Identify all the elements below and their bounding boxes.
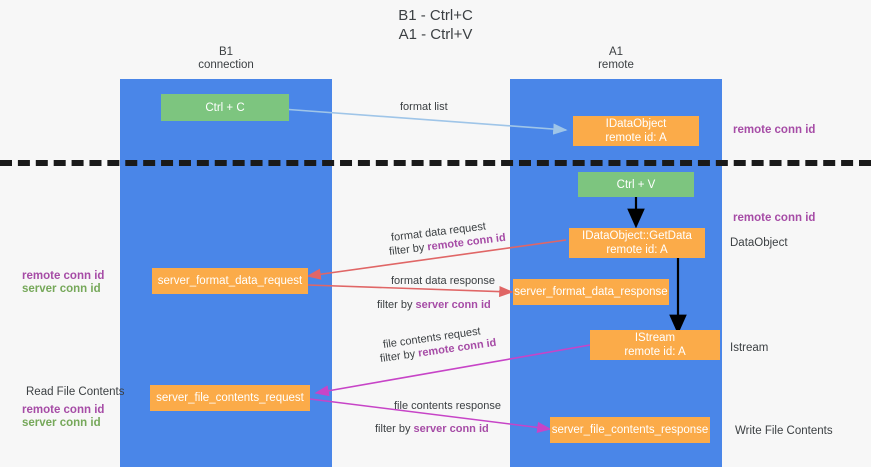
column-header-b1-name: B1 (218, 46, 234, 58)
edge-label-file-contents-response-filter: filter by server conn id (375, 423, 489, 436)
column-header-b1-role: connection (198, 59, 254, 71)
box-istream-line-2: remote id: A (624, 346, 686, 358)
diagram-title: B1 - Ctrl+C A1 - Ctrl+V (0, 6, 871, 44)
box-ctrl-v[interactable]: Ctrl + V (578, 172, 694, 197)
edge-label-format-data-response: format data response (391, 275, 495, 287)
box-istream[interactable]: IStream remote id: A (590, 330, 720, 360)
side-label-istream: Istream (730, 342, 769, 354)
side-label-left-remote-conn-id: remote conn id (22, 270, 105, 282)
filter-by-text-4: filter by (375, 423, 411, 435)
box-idataobject-getdata[interactable]: IDataObject::GetData remote id: A (569, 228, 705, 258)
title-line-1: B1 - Ctrl+C (398, 7, 473, 24)
column-header-a1-role: remote (598, 59, 634, 71)
server-conn-id-text-2: server conn id (413, 423, 489, 435)
phase-divider (0, 160, 871, 166)
box-server-format-data-request-label: server_format_data_request (157, 275, 303, 287)
box-server-format-data-request[interactable]: server_format_data_request (152, 268, 308, 294)
filter-by-text-2: filter by (377, 299, 413, 311)
server-conn-id-text-1: server conn id (415, 299, 491, 311)
side-label-dataobject: DataObject (730, 237, 788, 249)
edge-label-file-contents-response: file contents response (394, 400, 502, 412)
column-header-a1: A1 remote (510, 46, 722, 72)
side-label-remote-conn-id-mid: remote conn id (733, 212, 816, 224)
title-line-2: A1 - Ctrl+V (398, 26, 473, 43)
box-server-file-contents-response-label: server_file_contents_response (551, 424, 709, 436)
box-idataobject-line-2: remote id: A (605, 132, 667, 144)
side-label-remote-conn-id-top: remote conn id (733, 124, 816, 136)
side-label-left-server-conn-id-2: server conn id (22, 417, 101, 429)
box-istream-line-1: IStream (634, 332, 676, 344)
edge-label-format-data-response-filter: filter by server conn id (377, 299, 491, 312)
box-getdata-line-2: remote id: A (606, 244, 668, 256)
box-getdata-line-1: IDataObject::GetData (582, 230, 692, 242)
box-ctrl-v-label: Ctrl + V (616, 178, 656, 191)
box-idataobject-line-1: IDataObject (605, 118, 667, 130)
side-label-read-file-contents: Read File Contents (26, 386, 125, 398)
column-header-b1: B1 connection (120, 46, 332, 72)
box-ctrl-c[interactable]: Ctrl + C (161, 94, 289, 121)
box-idataobject[interactable]: IDataObject remote id: A (573, 116, 699, 146)
box-ctrl-c-label: Ctrl + C (205, 101, 245, 114)
box-server-format-data-response-label: server_format_data_response (514, 286, 668, 298)
column-header-a1-name: A1 (608, 46, 624, 58)
side-label-left-remote-conn-id-2: remote conn id (22, 404, 105, 416)
edge-label-format-list: format list (400, 101, 448, 113)
box-server-file-contents-request[interactable]: server_file_contents_request (150, 385, 310, 411)
side-label-write-file-contents: Write File Contents (735, 425, 833, 437)
box-server-file-contents-request-label: server_file_contents_request (156, 392, 304, 404)
side-label-left-server-conn-id: server conn id (22, 283, 101, 295)
box-server-format-data-response[interactable]: server_format_data_response (513, 279, 669, 305)
box-server-file-contents-response[interactable]: server_file_contents_response (550, 417, 710, 443)
